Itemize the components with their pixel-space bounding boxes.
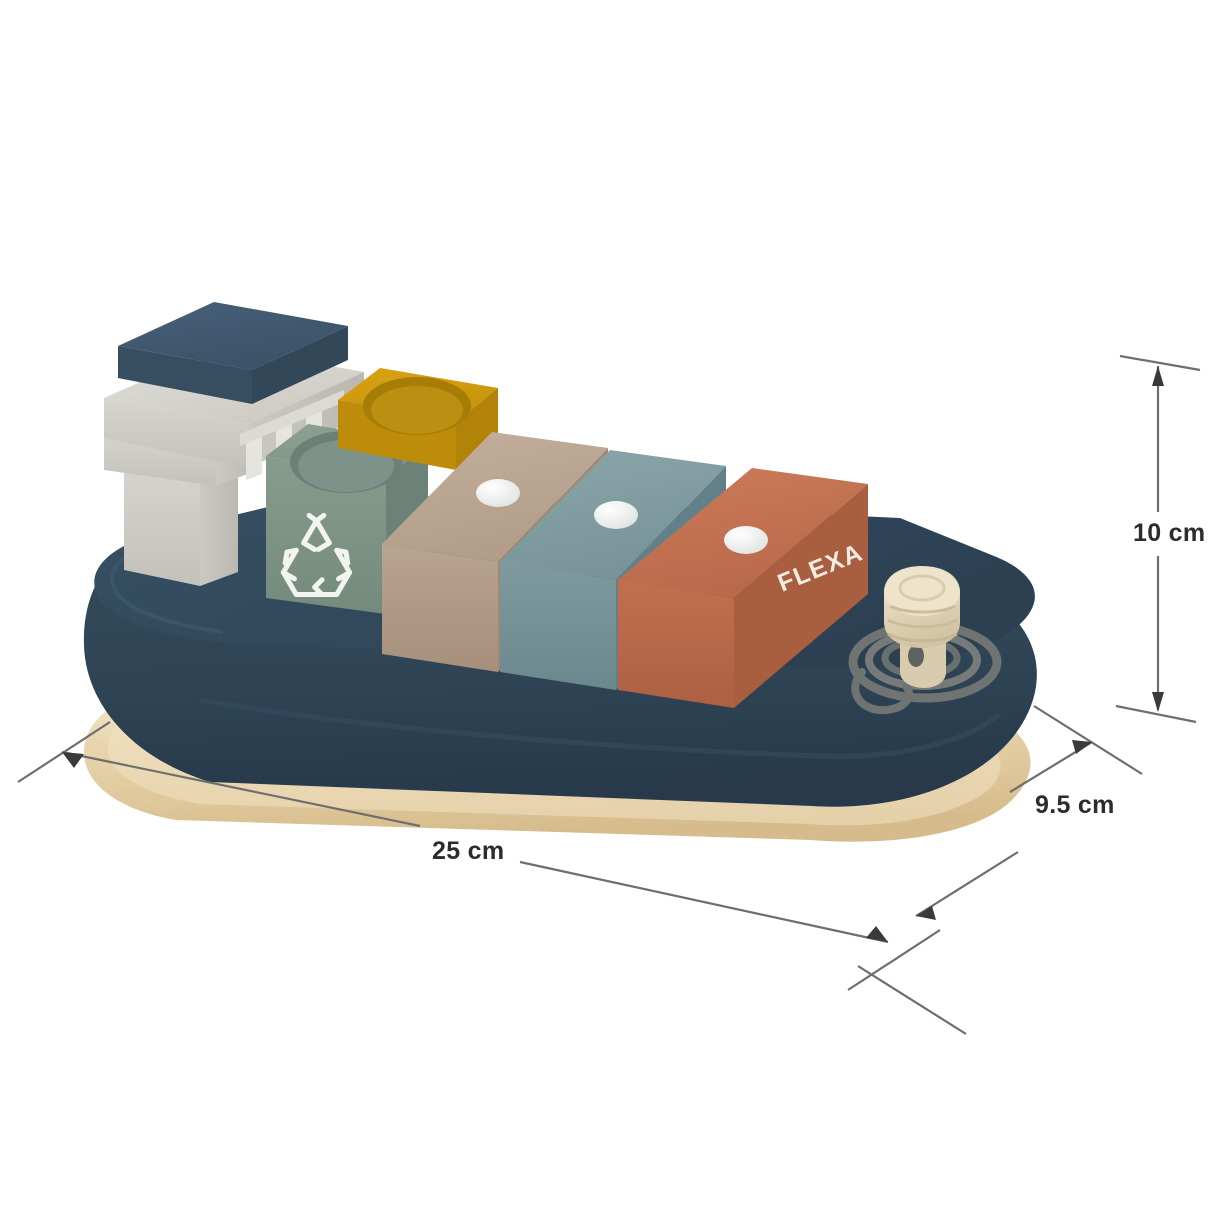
height-dimension	[1115, 354, 1201, 724]
height-dimension-label: 10 cm	[1133, 519, 1206, 547]
dimension-annotations	[17, 354, 1201, 1035]
bollard-grain-2	[887, 618, 958, 629]
depth-dim-line-bottom	[915, 851, 1019, 917]
container-yellow-recess-inner	[371, 386, 463, 434]
length-dim-line-right	[519, 860, 889, 944]
depth-arrow-top	[1072, 740, 1092, 754]
recycle-icon	[280, 512, 353, 598]
length-arrow-left	[62, 752, 84, 768]
depth-extension-bottom	[857, 965, 967, 1035]
depth-dimension-label: 9.5 cm	[1035, 791, 1115, 819]
bollard-grain-1	[889, 604, 956, 614]
bridge-house-front	[104, 398, 248, 468]
container-terracotta-dot	[724, 526, 768, 554]
bollard-top-ring	[898, 574, 946, 602]
container-taupe-front	[382, 544, 498, 672]
length-dimension	[17, 721, 941, 991]
container-terracotta-front	[618, 580, 734, 708]
container-yellow	[338, 368, 498, 470]
wheelhouse-column-side	[200, 452, 238, 586]
length-dimension-label: 25 cm	[432, 837, 505, 865]
bollard-group	[848, 566, 1002, 715]
length-dim-line-left	[61, 750, 421, 828]
length-arrow-right	[866, 926, 888, 942]
height-extension-bottom	[1115, 704, 1197, 724]
railing-post-1	[246, 432, 262, 480]
wheelhouse-column-front	[124, 460, 200, 586]
wheelhouse-group	[104, 302, 364, 586]
container-taupe-dot	[476, 479, 520, 507]
depth-dimension	[857, 705, 1143, 1035]
bollard-grain-3	[887, 632, 958, 643]
container-slate-front	[500, 562, 616, 690]
height-extension-top	[1119, 354, 1201, 372]
depth-extension-top	[1033, 705, 1143, 775]
rope-tail	[851, 668, 914, 715]
container-yellow-side	[456, 388, 498, 470]
bridge-roof-side	[252, 326, 348, 404]
length-extension-right	[847, 929, 941, 991]
bollard-post-hole	[908, 645, 924, 667]
container-terracotta: FLEXA	[618, 468, 868, 708]
container-terracotta-side	[734, 484, 868, 708]
bridge-roof-front	[118, 346, 252, 404]
height-arrow-bottom	[1152, 692, 1164, 712]
bridge-roof-top	[118, 302, 348, 370]
hull-side-sheen	[199, 697, 1002, 759]
depth-arrow-bottom	[916, 906, 936, 920]
height-arrow-top	[1152, 366, 1164, 386]
railing-rail	[240, 390, 344, 446]
container-slate-dot	[594, 501, 638, 529]
